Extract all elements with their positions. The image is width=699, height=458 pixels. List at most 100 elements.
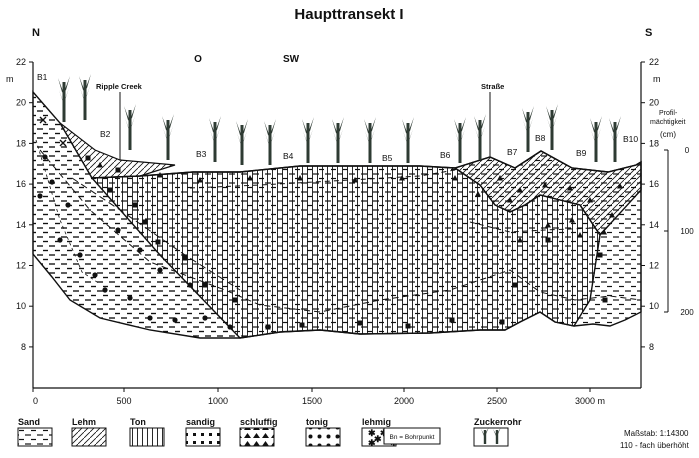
sugarcane-icon bbox=[522, 106, 534, 152]
sugarcane-icon bbox=[79, 74, 91, 120]
borehole-label: B8 bbox=[535, 133, 546, 143]
lehmig-mark: ✱ bbox=[368, 428, 376, 438]
depth-axis-tick-label: 100 bbox=[680, 227, 694, 236]
schluffig-symbol bbox=[247, 175, 253, 181]
borehole-label: B3 bbox=[196, 149, 207, 159]
schluffig-symbol bbox=[517, 237, 523, 243]
tonig-symbol bbox=[102, 287, 108, 293]
section-lehm-wedge bbox=[33, 92, 235, 338]
tonig-symbol bbox=[127, 295, 133, 301]
schluffig-symbol bbox=[569, 217, 575, 223]
borehole-label: B5 bbox=[382, 153, 393, 163]
direction-sw-label: SW bbox=[283, 54, 300, 65]
cross-section bbox=[32, 90, 642, 339]
sugarcane-icon bbox=[590, 116, 602, 162]
tonig-symbol bbox=[92, 272, 98, 278]
tonig-symbol bbox=[49, 179, 55, 185]
schluffig-symbol bbox=[507, 197, 513, 203]
legend-item-tonig: tonig bbox=[305, 417, 341, 447]
tonig-symbol bbox=[42, 154, 48, 160]
depth-axis-tick-label: 0 bbox=[685, 146, 690, 155]
borehole-label: B10 bbox=[623, 134, 638, 144]
sandig-symbol bbox=[449, 317, 455, 323]
lehmig-mark: ✱ bbox=[368, 438, 376, 448]
legend-swatch bbox=[305, 427, 341, 447]
tonig-symbol bbox=[57, 237, 63, 243]
legend-label: Ton bbox=[130, 417, 146, 427]
legend-item-ton: Ton bbox=[129, 417, 165, 447]
sandig-symbol bbox=[132, 202, 138, 208]
legend-item-zuckerrohr: Zuckerrohr bbox=[473, 417, 522, 447]
sandig-symbol bbox=[142, 219, 148, 225]
left-axis-unit: m bbox=[6, 74, 14, 84]
x-axis-tick-label: 3000 m bbox=[575, 396, 605, 406]
sugarcane-icon bbox=[302, 117, 314, 163]
legend-item-sandig: sandig bbox=[185, 417, 221, 447]
right-axis-tick-label: 14 bbox=[649, 220, 659, 230]
x-axis-tick-label: 0 bbox=[33, 396, 38, 406]
left-axis-tick-label: 14 bbox=[16, 220, 26, 230]
legend-swatch bbox=[239, 427, 275, 447]
sandig-symbol bbox=[512, 282, 518, 288]
tonig-symbol bbox=[187, 282, 193, 288]
schluffig-symbol bbox=[452, 175, 458, 181]
schluffig-symbol bbox=[542, 182, 548, 188]
left-axis-tick-label: 12 bbox=[16, 261, 26, 271]
tonig-symbol bbox=[147, 315, 153, 321]
strasse-label: Straße bbox=[481, 82, 504, 91]
sugarcane-icon bbox=[474, 114, 486, 160]
sugarcane-icon bbox=[209, 116, 221, 162]
sandig-symbol bbox=[232, 297, 238, 303]
borehole-cross-b1 bbox=[39, 116, 47, 124]
right-axis-tick-label: 8 bbox=[649, 342, 654, 352]
sandig-symbol bbox=[299, 322, 305, 328]
borehole-label: B1 bbox=[37, 72, 48, 82]
section-lehm-cap-right bbox=[453, 150, 642, 237]
legend-label: Lehm bbox=[72, 417, 96, 427]
left-axis-tick-label: 22 bbox=[16, 57, 26, 67]
left-axis-tick-label: 18 bbox=[16, 138, 26, 148]
legend-label: schluffig bbox=[240, 417, 278, 427]
borehole-label: B2 bbox=[100, 129, 111, 139]
schluffig-symbol bbox=[517, 187, 523, 193]
x-axis-tick-label: 1500 bbox=[302, 396, 322, 406]
right-axis-tick-label: 16 bbox=[649, 179, 659, 189]
sandig-symbol bbox=[115, 167, 121, 173]
inclusion-symbols bbox=[37, 154, 623, 330]
legend-item-lehm: Lehm bbox=[71, 417, 107, 447]
section-lehm-cap-left bbox=[59, 122, 176, 179]
sugarcane-icon bbox=[264, 119, 276, 165]
bohrpunkt-text: Bn = Bohrpunkt bbox=[390, 434, 435, 441]
sandig-symbol bbox=[155, 239, 161, 245]
borehole-label: B6 bbox=[440, 150, 451, 160]
sugarcane-icon bbox=[58, 76, 70, 122]
right-axis-tick-label: 18 bbox=[649, 138, 659, 148]
sandig-symbol bbox=[499, 319, 505, 325]
schluffig-symbol bbox=[601, 229, 607, 235]
ripple-creek-label: Ripple Creek bbox=[96, 82, 143, 91]
schluffig-symbol bbox=[157, 172, 163, 178]
right-axis-tick-label: 10 bbox=[649, 301, 659, 311]
left-axis-tick-label: 10 bbox=[16, 301, 26, 311]
sugarcane-icon bbox=[454, 117, 466, 163]
x-axis-tick-label: 2500 bbox=[487, 396, 507, 406]
legend-swatch bbox=[473, 427, 509, 447]
lehmig-mark: ✱ bbox=[374, 434, 382, 444]
schluffig-symbol bbox=[197, 177, 203, 183]
depth-axis-label-1: Profil- bbox=[659, 110, 678, 117]
sandig-symbol bbox=[357, 320, 363, 326]
legend-label: sandig bbox=[186, 417, 215, 427]
x-axis-tick-label: 500 bbox=[116, 396, 131, 406]
sugarcane-icon bbox=[124, 104, 136, 150]
schluffig-symbol bbox=[297, 175, 303, 181]
depth-axis-unit: (cm) bbox=[660, 130, 676, 139]
sugarcane-icon bbox=[364, 117, 376, 163]
sandig-symbol bbox=[265, 324, 271, 330]
tonig-symbol bbox=[37, 193, 43, 199]
scale-line-2: 110 - fach überhöht bbox=[620, 441, 690, 450]
